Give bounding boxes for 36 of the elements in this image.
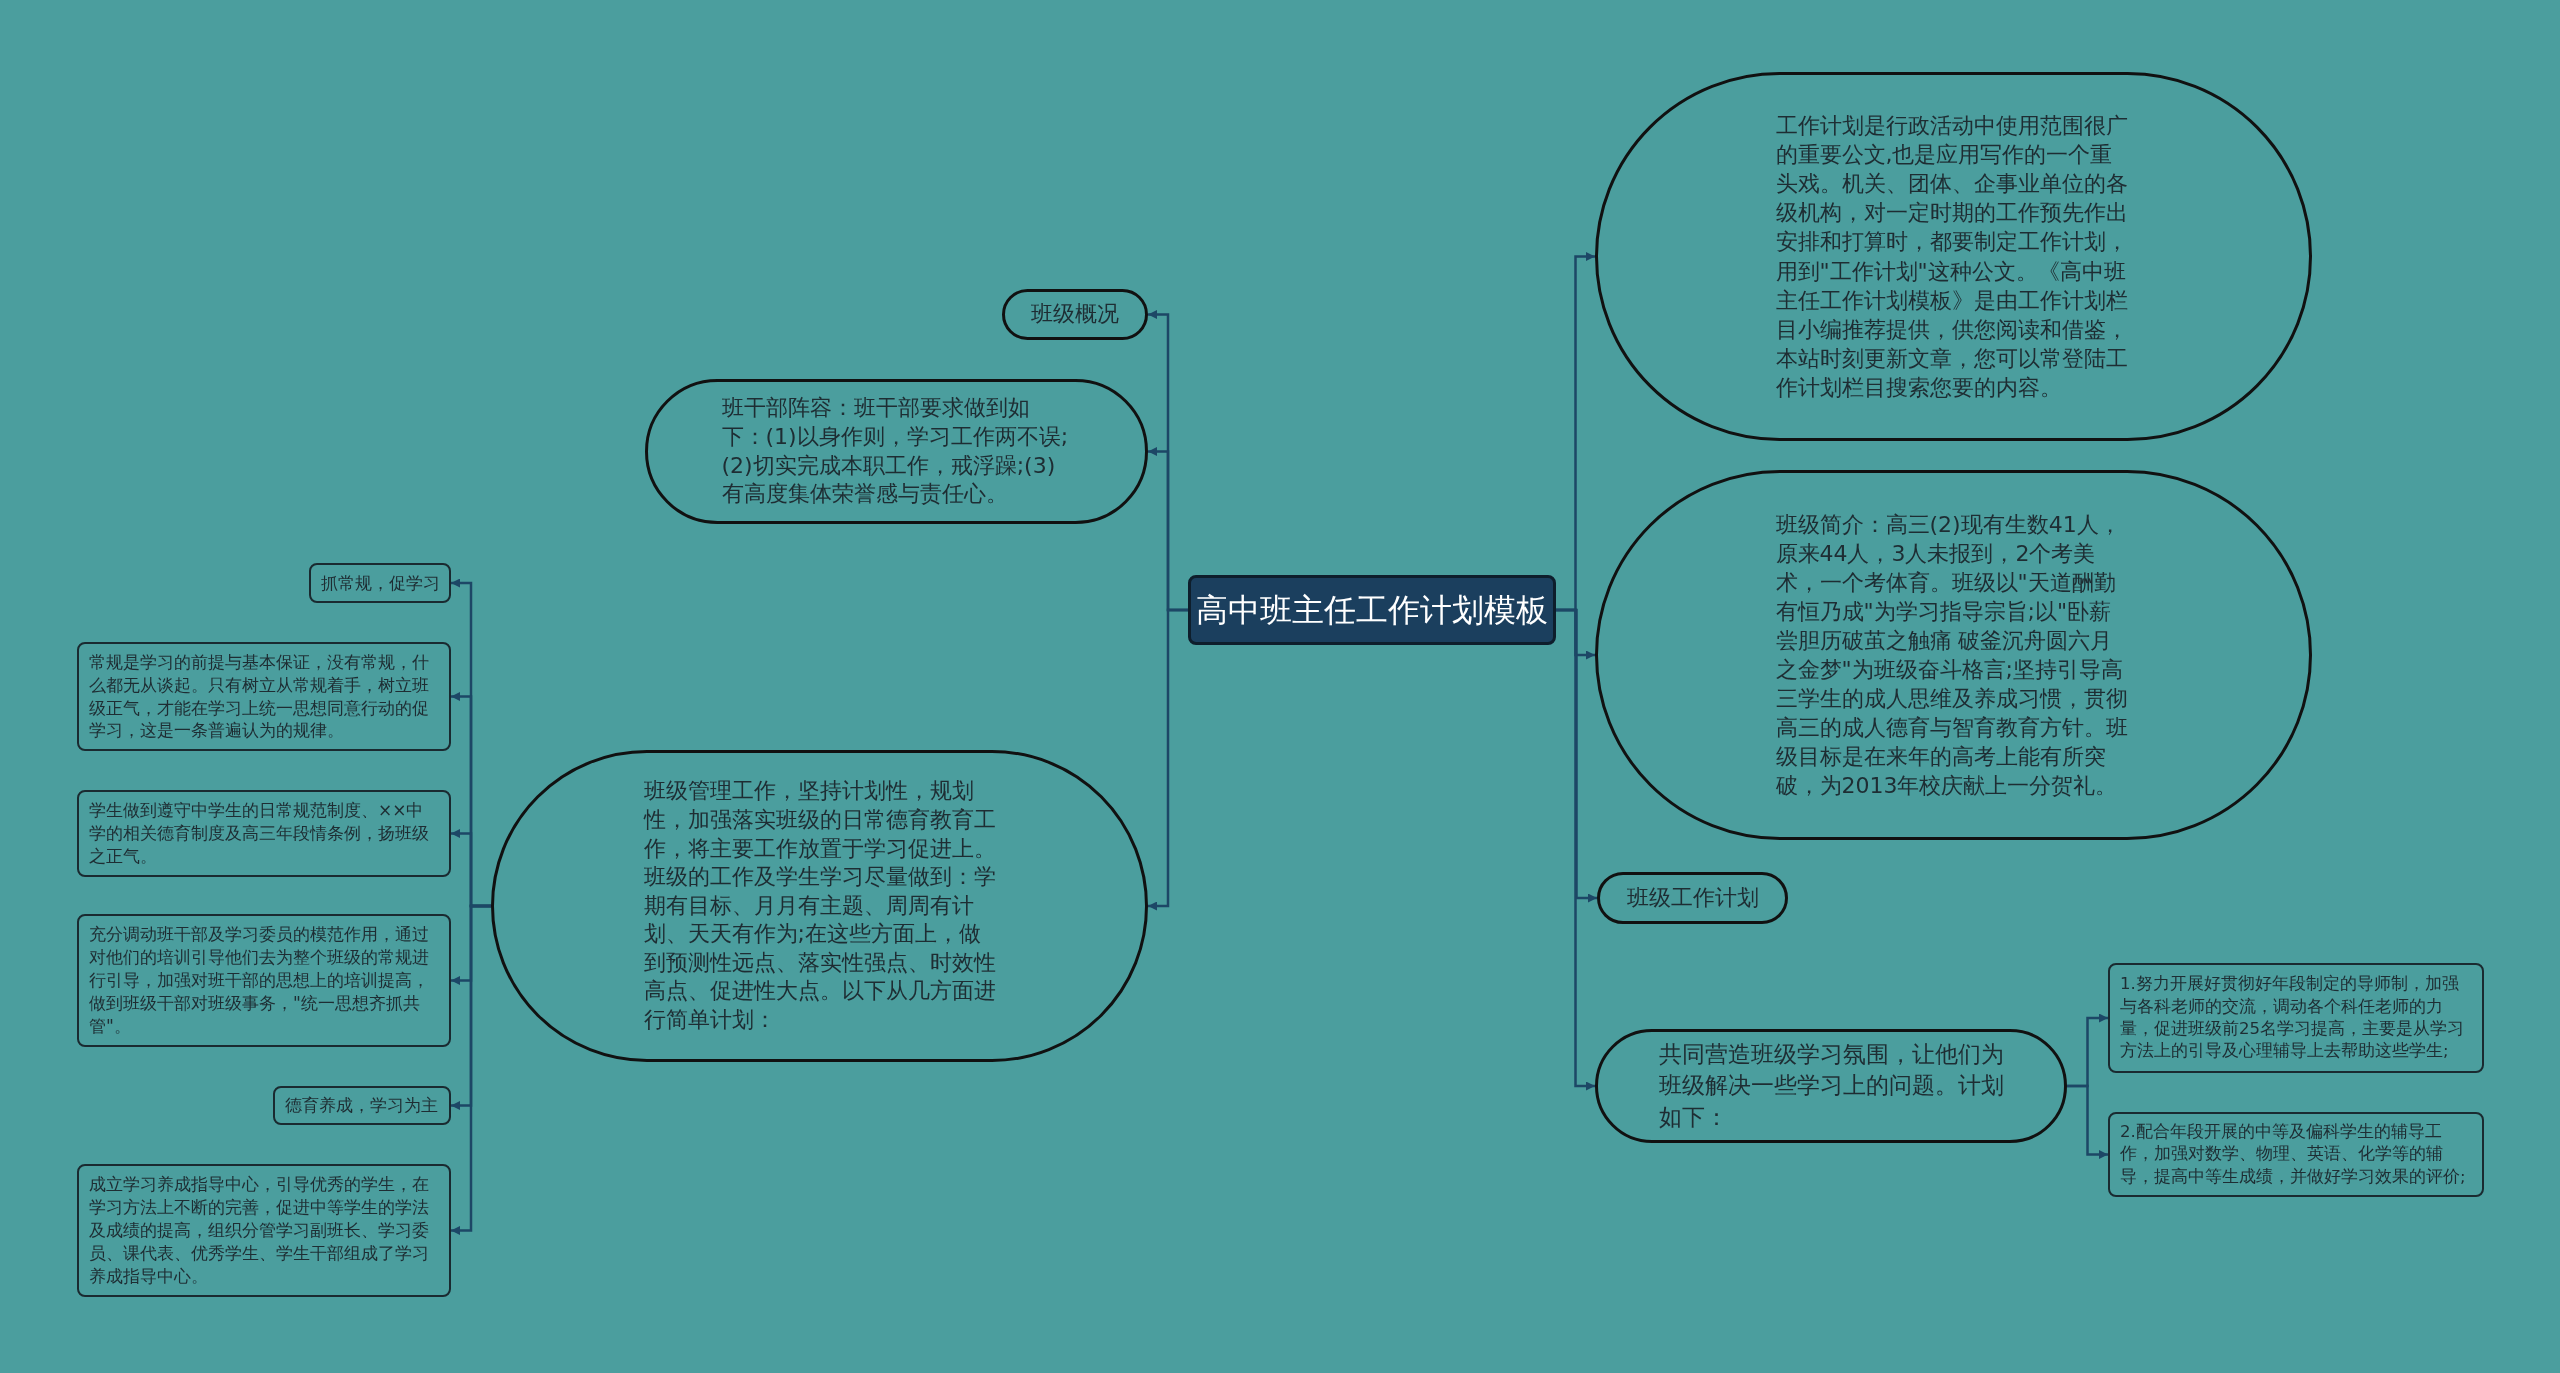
- node-text: 班级简介：高三(2)现有生数41人，原来44人，3人未报到，2个考美术，一个考体育。班级以"天道酬勤有恒乃成"为学习指导宗旨;以"卧薪尝胆历破茧之触痛 破釜沉舟圆六月之金梦"为班级奋斗格言;坚持引导高三学生的成人思维及养成习惯，贯彻高三的成人德育与智育教育方针。班级目标是在来年的高考上能有所突破，为2013年校庆献上一分贺礼。: [1775, 510, 2129, 801]
- note-box: [2108, 963, 2484, 1073]
- note-box: [2108, 1112, 2484, 1197]
- note-box: [77, 1164, 451, 1297]
- topic-pill: [1595, 72, 2312, 441]
- node-text: 工作计划是行政活动中使用范围很广的重要公文,也是应用写作的一个重头戏。机关、团体、企事业单位的各级机构，对一定时期的工作预先作出安排和打算时，都要制定工作计划，用到"工作计划"这种公文。《高中班主任工作计划模板》是由工作计划栏目小编推荐提供，供您阅读和借鉴，本站时刻更新文章，您可以常登陆工作计划栏目搜索您要的内容。: [1775, 112, 2129, 402]
- topic-pill: [1002, 289, 1148, 340]
- node-text: 常规是学习的前提与基本保证，没有常规，什么都无从谈起。只有树立从常规着手，树立班级正气，才能在学习上统一思想同意行动的促学习，这是一条普遍认为的规律。: [89, 650, 430, 743]
- note-box: [77, 790, 451, 877]
- node-text: 成立学习养成指导中心，引导优秀的学生，在学习方法上不断的完善，促进中等学生的学法及成绩的提高，组织分管学习副班长、学习委员、课代表、优秀学生、学生干部组成了学习养成指导中心。: [89, 1173, 430, 1288]
- node-text: 1.努力开展好贯彻好年段制定的导师制，加强与各科老师的交流，调动各个科任老师的力量，促进班级前25名学习提高，主要是从学习方法上的引导及心理辅导上去帮助这些学生;: [2120, 973, 2465, 1063]
- node-text: 班干部阵容：班干部要求做到如下：(1)以身作则，学习工作两不误;(2)切实完成本职工作，戒浮躁;(3)有高度集体荣誉感与责任心。: [721, 394, 1070, 509]
- note-box: [77, 914, 451, 1047]
- note-box: [77, 642, 451, 751]
- connector-arrow: [2067, 1084, 2108, 1159]
- central-topic-box: [1188, 575, 1556, 645]
- note-box: [273, 1086, 451, 1125]
- connector-arrow: [1148, 608, 1188, 911]
- node-text: 班级工作计划: [1626, 884, 1759, 912]
- note-box: [309, 563, 451, 603]
- node-text: 2.配合年段开展的中等及偏科学生的辅导工作，加强对数学、物理、英语、化学等的辅导，提高中等生成绩，并做好学习效果的评价;: [2120, 1121, 2467, 1188]
- node-text: 班级概况: [1031, 301, 1119, 328]
- topic-pill: [645, 379, 1148, 524]
- connector-arrow: [451, 904, 491, 1235]
- node-text: 抓常规，促学习: [321, 571, 440, 595]
- title-text: 高中班主任工作计划模板: [1196, 590, 1548, 630]
- topic-pill: [1595, 470, 2312, 840]
- node-text: 学生做到遵守中学生的日常规范制度、××中学的相关德育制度及高三年段情条例，扬班级之正气。: [89, 799, 430, 868]
- topic-pill: [1597, 872, 1788, 924]
- node-text: 共同营造班级学习氛围，让他们为班级解决一些学习上的问题。计划如下：: [1658, 1040, 2004, 1132]
- node-text: 充分调动班干部及学习委员的模范作用，通过对他们的培训引导他们去为整个班级的常规进行引导，加强对班干部的思想上的培训提高，做到班级干部对班级事务，"统一思想齐抓共管"。: [89, 923, 430, 1038]
- node-text: 班级管理工作，坚持计划性，规划性，加强落实班级的日常德育教育工作，将主要工作放置于学习促进上。班级的工作及学生学习尽量做到：学期有目标、月月有主题、周周有计划、天天有作为;在这些方面上，做到预测性远点、落实性强点、时效性高点、促进性大点。以下从几方面进行简单计划：: [643, 777, 996, 1035]
- topic-pill: [491, 750, 1148, 1062]
- topic-pill: [1595, 1029, 2067, 1143]
- connector-arrow: [1556, 608, 1595, 1091]
- node-text: 德育养成，学习为主: [285, 1094, 438, 1117]
